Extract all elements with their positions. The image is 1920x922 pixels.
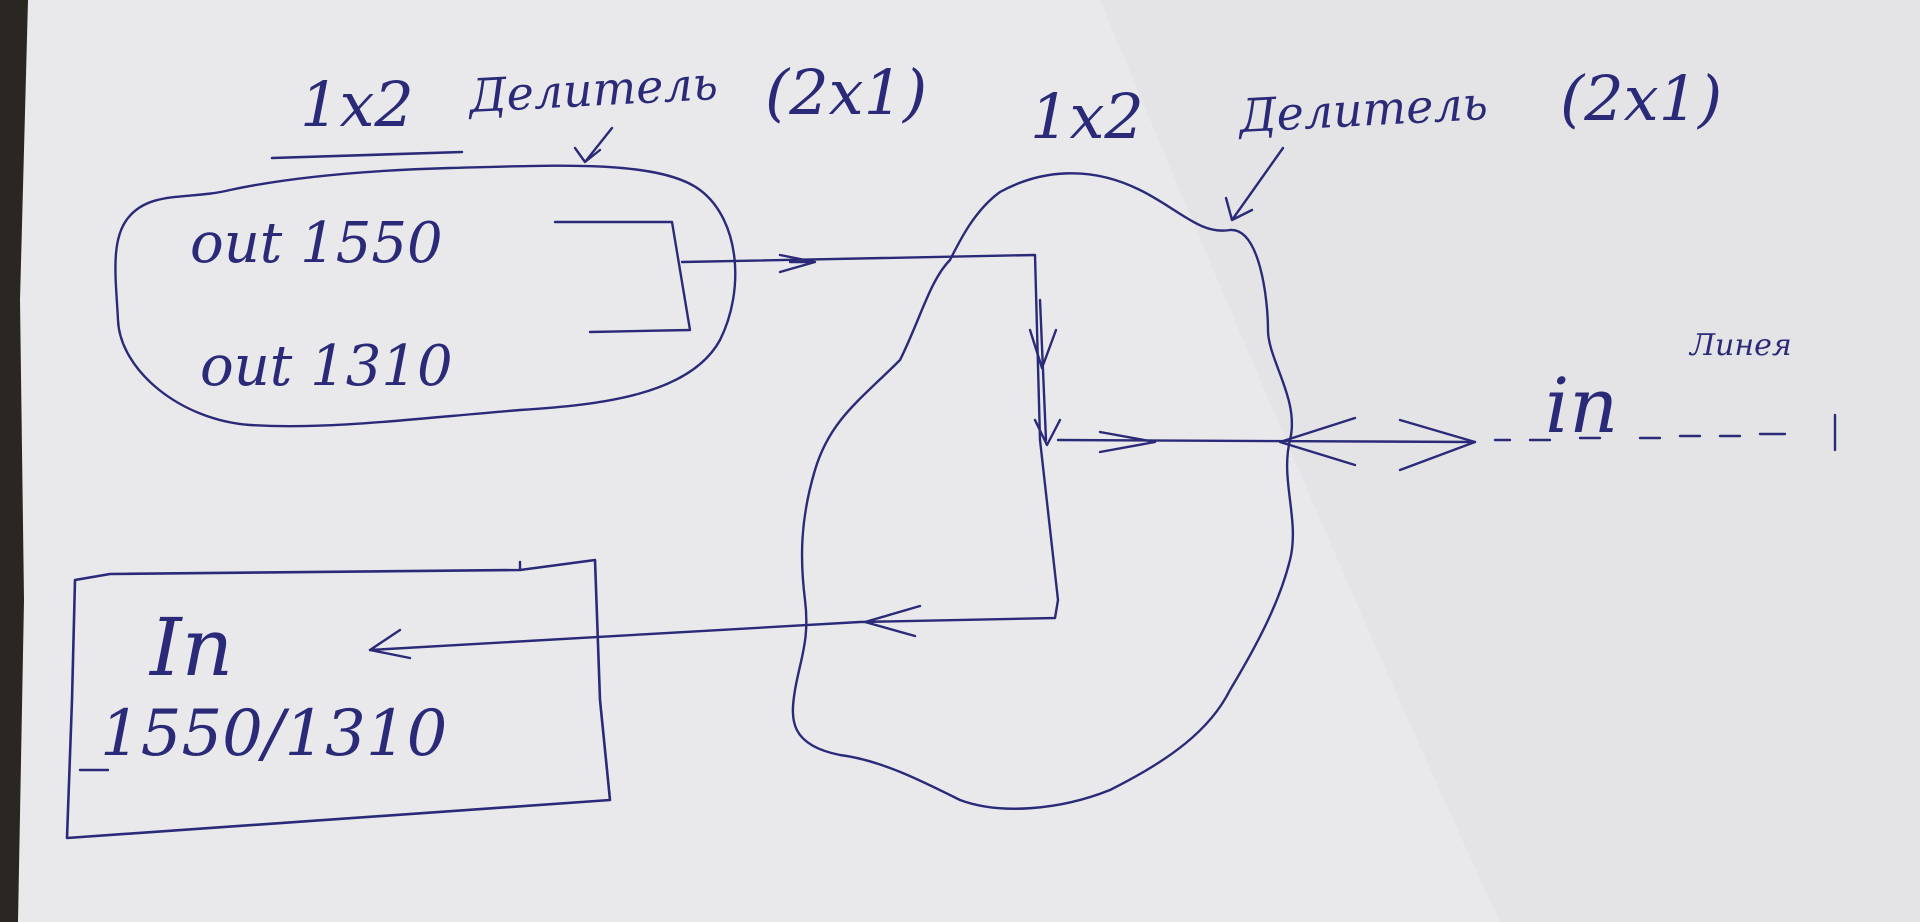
right-splitter-ratio: 1x2 bbox=[1030, 80, 1144, 153]
paper-shadow bbox=[1100, 0, 1920, 922]
line-in-label: in bbox=[1545, 361, 1618, 450]
arrow-into-receiver bbox=[368, 628, 412, 660]
left-out-1550-label: out 1550 bbox=[190, 211, 443, 276]
arrow-left-lower bbox=[863, 604, 922, 638]
left-out-1310-label: out 1310 bbox=[200, 334, 453, 399]
left-splitter-ratio-underline bbox=[270, 150, 464, 160]
arrow-bidir-left bbox=[1278, 416, 1357, 467]
fiber-down-segment bbox=[1038, 298, 1048, 442]
left-splitter-label: Делитель bbox=[466, 56, 719, 123]
left-splitter-outline bbox=[114, 164, 737, 428]
receiver-in-label: In bbox=[148, 601, 233, 694]
line-dashed-extension bbox=[1493, 413, 1837, 452]
left-splitter-label-pointer bbox=[573, 126, 614, 164]
right-splitter-label-pointer bbox=[1224, 146, 1285, 222]
right-splitter-alt-label: (2x1) bbox=[1560, 62, 1722, 135]
receiver-wavelengths: 1550/1310 bbox=[100, 697, 447, 771]
right-splitter-outline bbox=[791, 172, 1295, 810]
arrow-right-top bbox=[778, 253, 817, 274]
arrow-right-mid bbox=[1098, 430, 1157, 454]
right-splitter-label: Делитель bbox=[1236, 76, 1489, 143]
arrow-down-1 bbox=[1028, 328, 1058, 370]
receiver-box bbox=[65, 558, 612, 840]
line-fiber bbox=[1056, 438, 1477, 444]
arrow-down-2 bbox=[1033, 418, 1062, 447]
left-splitter-alt-label: (2x1) bbox=[765, 56, 927, 129]
combined-fiber-to-right bbox=[368, 253, 1060, 652]
left-splitter-ratio: 1x2 bbox=[300, 68, 414, 141]
arrow-bidir-right bbox=[1398, 418, 1477, 472]
line-superscript-label: Линея bbox=[1688, 328, 1792, 363]
out-1550-lead bbox=[553, 220, 692, 334]
